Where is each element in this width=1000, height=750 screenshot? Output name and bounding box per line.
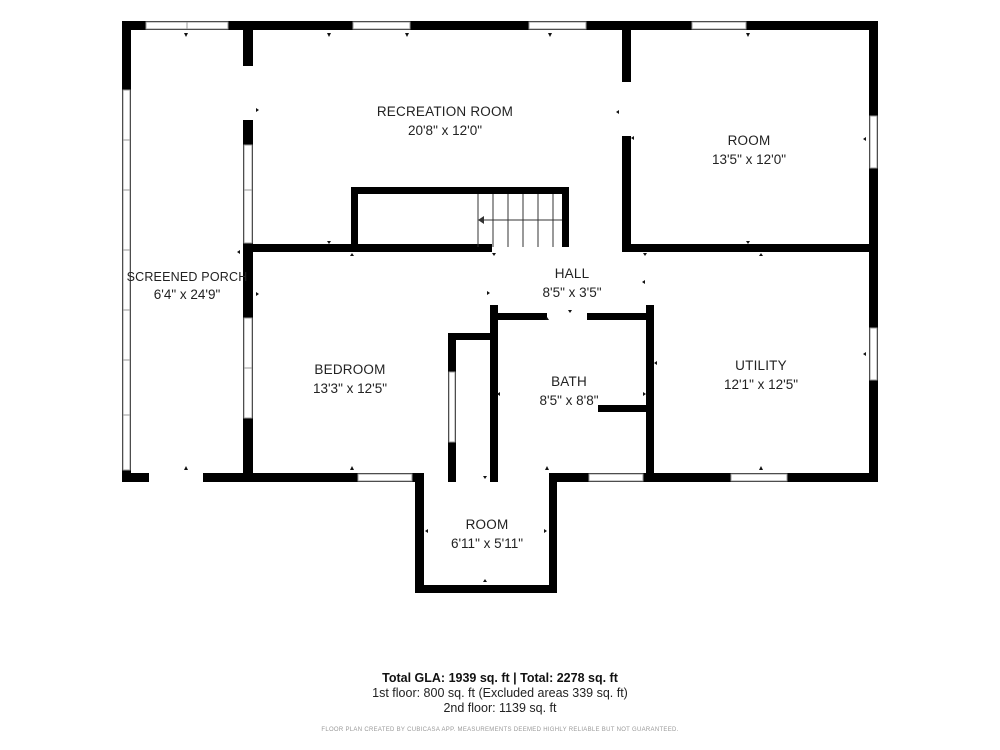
hall-dims: 8'5" x 3'5" [542,285,601,300]
first-floor-area: 1st floor: 800 sq. ft (Excluded areas 33… [372,686,628,700]
window [869,115,878,169]
wall-outer-top [122,21,878,30]
wall-bottom-bedroom [253,473,416,482]
hall-name: HALL [555,266,590,281]
room-s-name: ROOM [466,517,509,532]
wall-south-room-bottom [415,585,557,593]
utility-dims: 12'1" x 12'5" [724,377,798,392]
wall-south-room-left [415,473,424,593]
stair-arrow-icon [478,216,484,224]
disclaimer: FLOOR PLAN CREATED BY CUBICASA APP. MEAS… [321,727,679,733]
wall-rec-room-divider [622,21,631,252]
wall-bath-right [646,305,654,482]
wall-south-room-right [549,473,557,593]
bath-dims: 8'5" x 8'8" [539,393,598,408]
wall-bath-stub [598,405,654,412]
window [357,473,413,482]
room-ne-dims: 13'5" x 12'0" [712,152,786,167]
room-s-dims: 6'11" x 5'11" [451,536,523,551]
bath-name: BATH [551,374,587,389]
closet-door [448,371,456,443]
wall-stair-top [351,187,568,194]
wall-mid-left [243,244,492,252]
openings [149,66,632,483]
dimension-markers [184,33,866,582]
windows [122,21,878,482]
total-area: Total GLA: 1939 sq. ft | Total: 2278 sq.… [382,671,618,685]
window [730,473,788,482]
wall-bottom-right [549,473,878,482]
porch-dims: 6'4" x 24'9" [154,287,221,302]
window [869,327,878,381]
wall-closet-top [448,333,494,340]
window [691,21,747,30]
recreation-room-name: RECREATION ROOM [377,104,513,119]
wall-bath-left [490,305,498,482]
window [122,89,131,471]
window [243,144,253,244]
wall-stair-right [562,187,569,247]
window [588,473,644,482]
bedroom-name: BEDROOM [314,362,385,377]
second-floor-area: 2nd floor: 1139 sq. ft [443,701,557,715]
floor-plan: RECREATION ROOM 20'8" x 12'0" ROOM 13'5"… [122,21,878,593]
room-ne-name: ROOM [728,133,771,148]
wall-mid-right [622,244,878,252]
stairs [477,194,562,247]
utility-name: UTILITY [735,358,787,373]
window [528,21,587,30]
recreation-room-dims: 20'8" x 12'0" [408,123,482,138]
area-summary: Total GLA: 1939 sq. ft | Total: 2278 sq.… [0,671,1000,733]
bedroom-dims: 13'3" x 12'5" [313,381,387,396]
wall-stair-left [351,187,358,252]
window [352,21,411,30]
porch-name: SCREENED PORCH [127,270,248,284]
